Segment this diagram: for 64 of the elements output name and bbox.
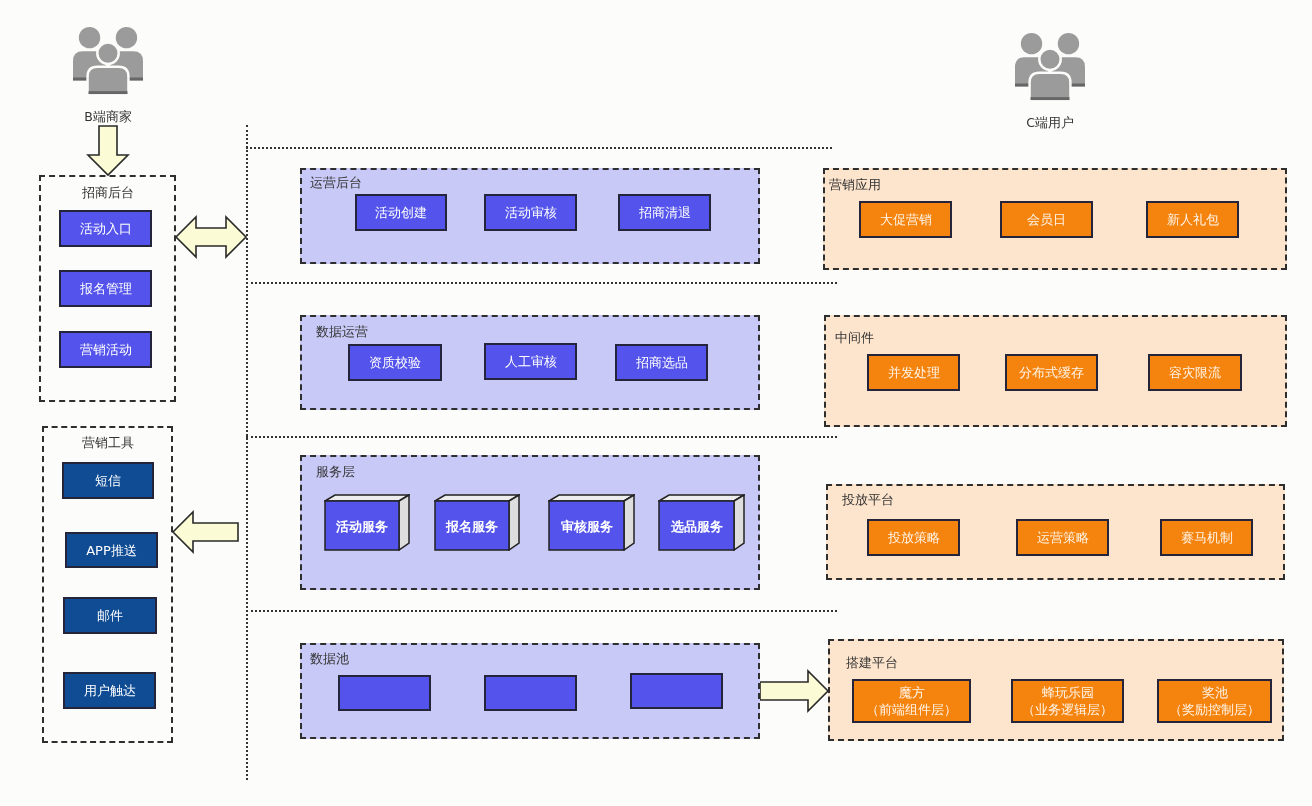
- process-box: 人工审核: [484, 343, 577, 380]
- process-box: [484, 675, 577, 711]
- actor-label: B端商家: [84, 108, 132, 126]
- group-panel: [828, 639, 1284, 741]
- group-title: 中间件: [835, 329, 874, 347]
- process-box: [852, 679, 971, 723]
- group-title: 数据运营: [316, 323, 368, 341]
- process-box: 活动审核: [484, 194, 577, 231]
- group-panel: [300, 455, 760, 590]
- process-box: 运营策略: [1016, 519, 1109, 556]
- module-description: （业务逻辑层）: [1022, 701, 1113, 718]
- process-box: 赛马机制: [1160, 519, 1253, 556]
- process-box: 活动创建: [355, 194, 447, 231]
- group-title: 数据池: [310, 650, 349, 668]
- block-arrow: [171, 510, 239, 554]
- process-box: 会员日: [1000, 201, 1093, 238]
- group-panel: [824, 315, 1287, 427]
- group-title: 运营后台: [310, 174, 362, 192]
- process-box: 资质校验: [348, 344, 442, 381]
- process-box: 活动入口: [59, 210, 152, 247]
- block-arrow: [759, 669, 830, 713]
- process-box: 邮件: [63, 597, 157, 634]
- service-name: 活动服务: [336, 517, 388, 535]
- process-box: [338, 675, 431, 711]
- process-box: 大促营销: [859, 201, 952, 238]
- block-arrow: [174, 215, 248, 259]
- process-box: 分布式缓存: [1005, 354, 1098, 391]
- block-arrow: [86, 125, 130, 177]
- module-name: 蜂玩乐园: [1041, 684, 1094, 701]
- service-name: 选品服务: [670, 517, 723, 535]
- process-box: 招商选品: [615, 344, 708, 381]
- process-box: [1157, 679, 1272, 723]
- process-box: 招商清退: [618, 194, 711, 231]
- process-box: 报名管理: [59, 270, 152, 307]
- actor-label: C端用户: [1026, 114, 1074, 132]
- module-description: （前端组件层）: [866, 701, 957, 718]
- group-panel: [300, 643, 760, 739]
- process-box: 容灾限流: [1148, 354, 1242, 391]
- group-panel: [826, 484, 1285, 580]
- module-description: （奖励控制层）: [1169, 701, 1260, 718]
- process-box: [1011, 679, 1124, 723]
- process-box: 新人礼包: [1146, 201, 1239, 238]
- group-title: 搭建平台: [846, 654, 898, 672]
- service-name: 报名服务: [446, 517, 498, 535]
- process-box: [630, 673, 723, 709]
- process-box: 营销活动: [59, 331, 152, 368]
- process-box: 用户触达: [63, 672, 156, 709]
- process-box: APP推送: [65, 532, 158, 568]
- group-panel: [300, 168, 760, 264]
- group-panel: [39, 175, 176, 402]
- group-title: 服务层: [316, 463, 355, 481]
- group-panel: [300, 315, 760, 410]
- process-box: 并发处理: [867, 354, 960, 391]
- group-title: 投放平台: [842, 491, 894, 509]
- group-panel: [823, 168, 1287, 270]
- module-name: 魔方: [898, 684, 925, 701]
- process-box: 投放策略: [867, 519, 960, 556]
- group-title: 营销工具: [81, 434, 134, 452]
- group-panel: [42, 426, 173, 743]
- group-title: 营销应用: [829, 176, 881, 194]
- process-box: 短信: [62, 462, 154, 499]
- service-name: 审核服务: [560, 517, 613, 535]
- module-name: 奖池: [1201, 684, 1228, 701]
- group-title: 招商后台: [81, 184, 134, 202]
